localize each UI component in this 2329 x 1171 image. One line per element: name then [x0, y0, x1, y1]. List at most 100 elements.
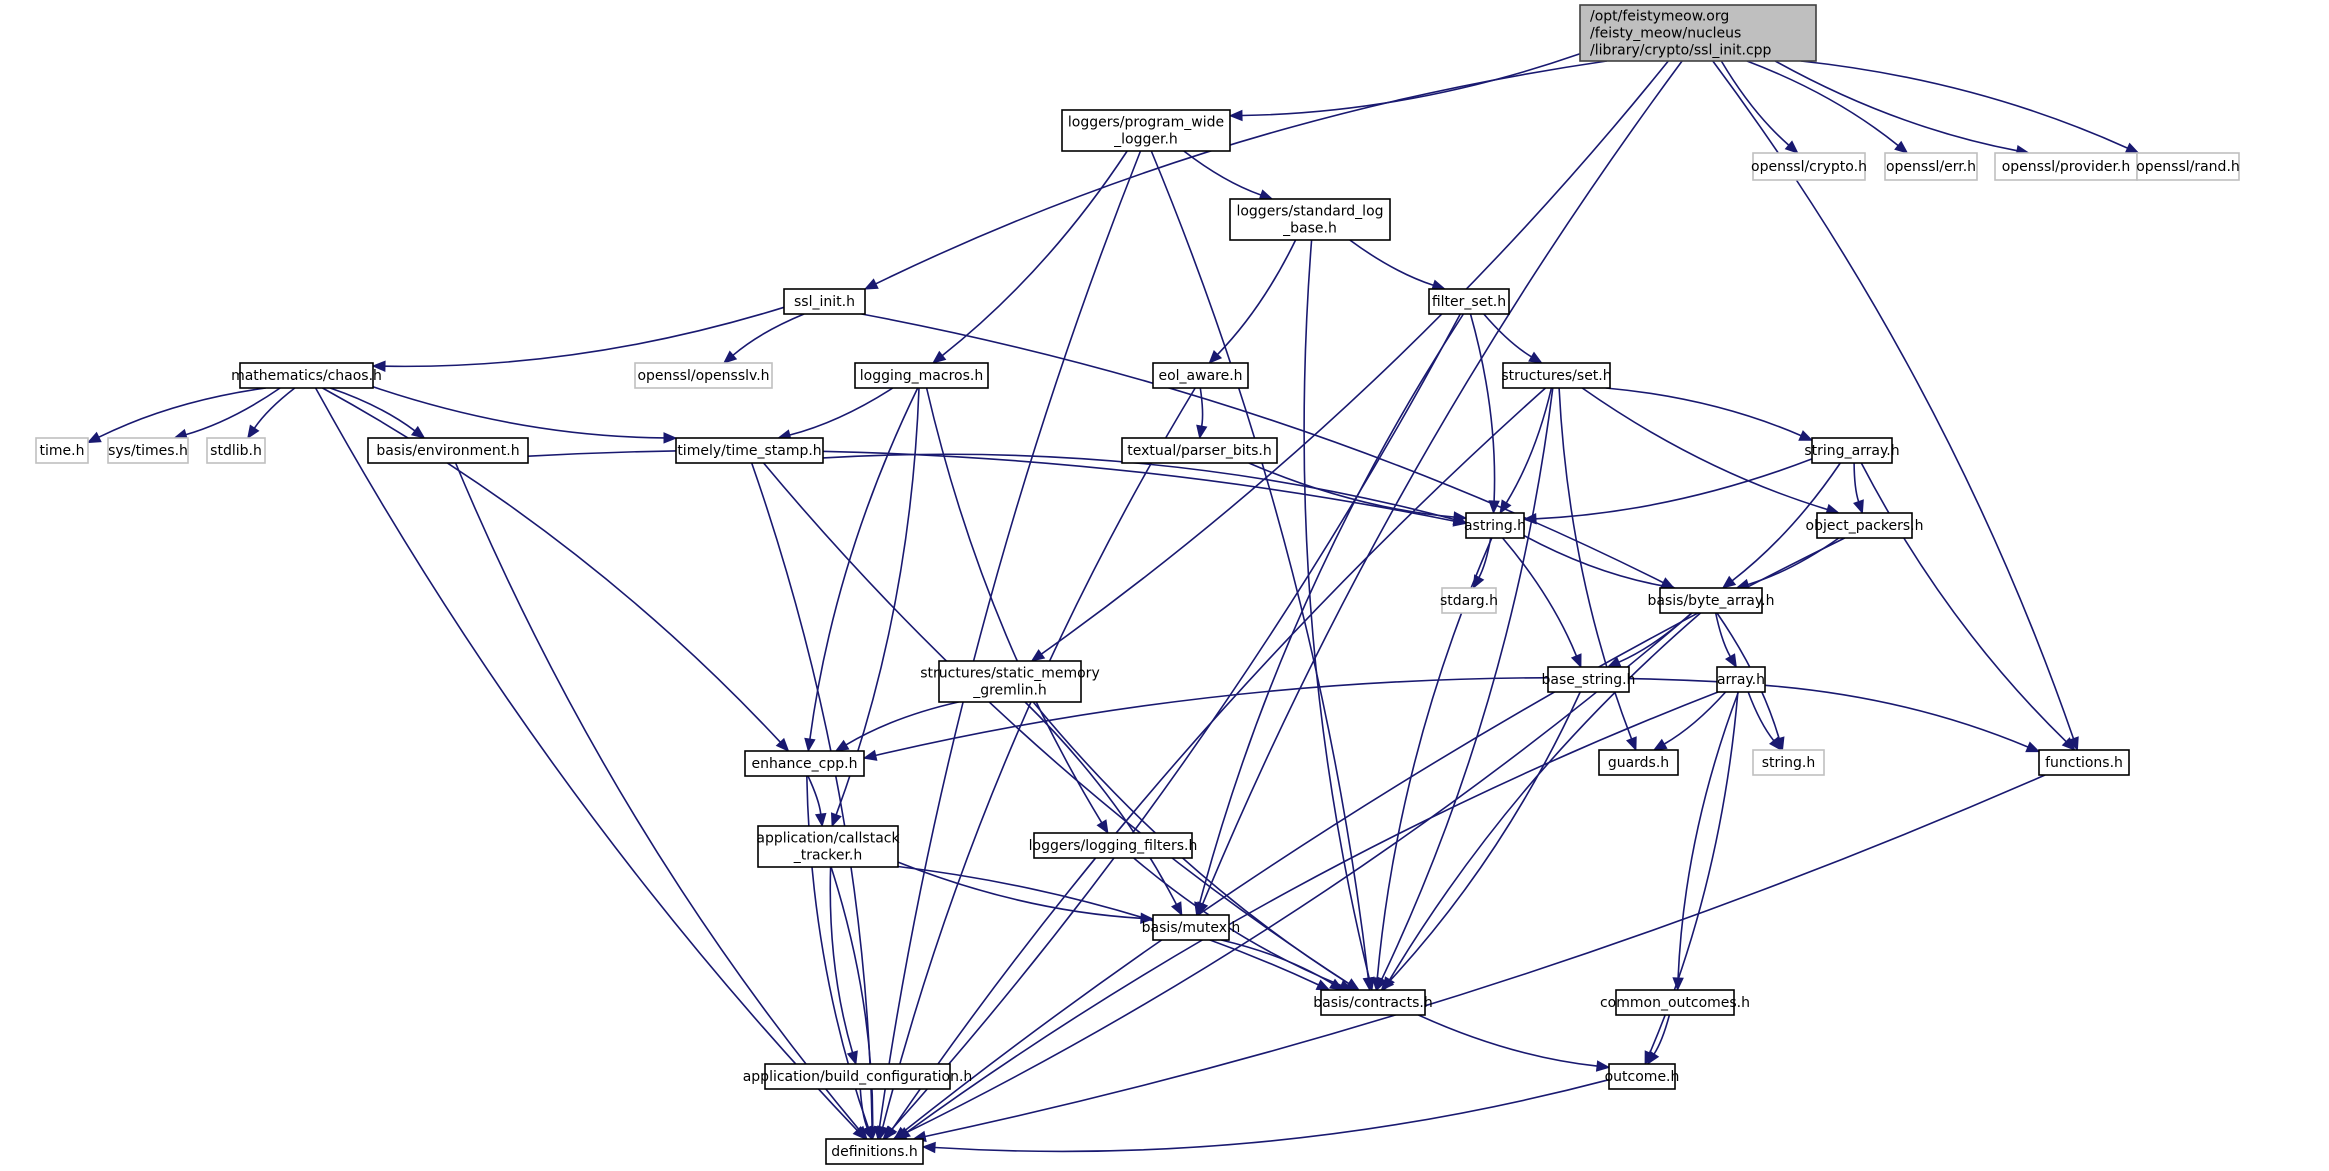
node-build-configuration[interactable]: application/build_configuration.h [743, 1063, 973, 1090]
node-label: _base.h [1282, 221, 1337, 237]
node-outcome[interactable]: outcome.h [1605, 1063, 1680, 1090]
arrowhead-outcome [1646, 1050, 1660, 1066]
edge-structures_set-to-string_array [1605, 387, 1802, 437]
edge-array-to-common_outcomes [1677, 691, 1740, 979]
node-label: loggers/standard_log [1236, 204, 1383, 220]
edge-root-to-openssl_err [1746, 60, 1899, 147]
edge-program_wide_logger-to-definitions [878, 150, 1142, 1128]
arrowhead-logging_macros [931, 350, 947, 364]
node-ssl-init-h[interactable]: ssl_init.h [783, 288, 866, 315]
edge-logging_macros-to-time_stamp [789, 387, 894, 436]
node-box [744, 750, 865, 777]
node-standard-log-base[interactable]: loggers/standard_log_base.h [1229, 198, 1391, 241]
node-structures-set[interactable]: structures/set.h [1501, 362, 1612, 389]
node-guards[interactable]: guards.h [1598, 749, 1679, 776]
arrowhead-stdlib [247, 424, 260, 440]
node-stdarg: stdarg.h [1440, 587, 1498, 614]
edge-object_packers-to-byte_array [1747, 537, 1840, 586]
edge-string_array-to-byte_array [1731, 462, 1841, 582]
node-box [1752, 749, 1825, 776]
node-parser-bits[interactable]: textual/parser_bits.h [1121, 437, 1278, 464]
nodes-layer: /opt/feistymeow.org/feisty_meow/nucleus/… [35, 4, 2240, 1165]
edge-filter_set-to-astring [1469, 313, 1496, 502]
edge-callstack_tracker-to-contracts [897, 865, 1319, 986]
edge-environment-to-definitions [454, 462, 860, 1131]
edge-common_outcomes-to-outcome [1653, 1014, 1671, 1055]
node-enhance-cpp[interactable]: enhance_cpp.h [744, 750, 865, 777]
node-array[interactable]: array.h [1716, 666, 1766, 693]
node-environment[interactable]: basis/environment.h [367, 437, 529, 464]
node-box [1229, 198, 1391, 241]
node-box [367, 437, 529, 464]
node-callstack-tracker[interactable]: application/callstack_tracker.h [756, 825, 900, 868]
arrowhead-callstack_tracker [830, 812, 842, 828]
node-common-outcomes[interactable]: common_outcomes.h [1600, 989, 1750, 1016]
node-object-packers[interactable]: object_packers.h [1806, 512, 1924, 539]
node-static-memory-gremlin[interactable]: structures/static_memory_gremlin.h [920, 660, 1100, 703]
node-contracts[interactable]: basis/contracts.h [1313, 989, 1433, 1016]
edge-byte_array-to-array [1714, 612, 1731, 657]
node-label: /feisty_meow/nucleus [1590, 26, 1741, 42]
arrowhead-definitions [921, 1141, 936, 1154]
edge-static_memory_gremlin-to-mutex [1024, 701, 1178, 905]
node-box [1441, 587, 1497, 614]
node-box [1608, 1063, 1676, 1090]
node-logging-filters[interactable]: loggers/logging_filters.h [1029, 832, 1198, 859]
node-label: openssl/provider.h [2002, 159, 2131, 175]
node-box [1061, 109, 1231, 152]
arrowhead-static_memory_gremlin [1030, 649, 1046, 662]
node-label: enhance_cpp.h [752, 756, 858, 772]
node-eol-aware[interactable]: eol_aware.h [1152, 362, 1249, 389]
node-box [1615, 989, 1735, 1016]
node-program-wide-logger[interactable]: loggers/program_wide_logger.h [1061, 109, 1231, 152]
edge-root-to-openssl_provider [1774, 60, 2018, 152]
node-base-string[interactable]: base_string.h [1542, 666, 1636, 693]
edge-standard_log_base-to-filter_set [1349, 239, 1434, 287]
arrowhead-chaos [371, 360, 386, 372]
node-functions[interactable]: functions.h [2038, 749, 2130, 776]
edge-functions-to-definitions [924, 774, 2046, 1138]
arrowhead-contracts [1328, 978, 1344, 991]
node-time-stamp[interactable]: timely/time_stamp.h [675, 437, 824, 464]
node-box [1716, 666, 1766, 693]
arrowhead-definitions [861, 1125, 873, 1141]
node-byte-array[interactable]: basis/byte_array.h [1648, 587, 1775, 614]
edge-array-to-definitions [906, 691, 1719, 1133]
node-root[interactable]: /opt/feistymeow.org/feisty_meow/nucleus/… [1579, 4, 1817, 62]
edge-byte_array-to-definitions [903, 612, 1693, 1135]
edge-chaos-to-environment [329, 387, 416, 432]
node-filter-set[interactable]: filter_set.h [1428, 288, 1510, 315]
node-astring[interactable]: astring.h [1464, 512, 1526, 539]
arrowhead-contracts [1315, 979, 1331, 991]
arrowhead-astring [1499, 499, 1512, 515]
node-label: structures/static_memory [920, 666, 1099, 682]
node-box [1547, 666, 1630, 693]
edge-string_array-to-functions [1860, 462, 2067, 743]
node-label: loggers/program_wide [1068, 115, 1224, 131]
edge-filter_set-to-structures_set [1483, 313, 1532, 358]
arrowhead-enhance_cpp [804, 737, 816, 753]
edge-ssl_init_h-to-opensslv [732, 313, 805, 356]
arrowhead-environment [410, 425, 426, 439]
edge-array-to-functions [1764, 684, 2029, 748]
arrowhead-openssl_err [1894, 140, 1909, 154]
node-chaos[interactable]: mathematics/chaos.h [231, 362, 382, 389]
node-string-array[interactable]: string_array.h [1804, 437, 1900, 464]
node-label: string_array.h [1804, 443, 1899, 459]
node-label: timely/time_stamp.h [677, 443, 821, 459]
node-mutex[interactable]: basis/mutex.h [1142, 914, 1241, 941]
node-logging-macros[interactable]: logging_macros.h [854, 362, 989, 389]
edge-time_stamp-to-contracts [762, 462, 1350, 985]
node-label: _logger.h [1113, 132, 1178, 148]
node-label: openssl/crypto.h [1751, 159, 1867, 175]
node-definitions[interactable]: definitions.h [825, 1138, 924, 1165]
node-box [2038, 749, 2130, 776]
node-label: object_packers.h [1806, 518, 1924, 534]
node-label: astring.h [1464, 518, 1526, 534]
node-label: eol_aware.h [1158, 368, 1242, 384]
node-box [1033, 832, 1193, 859]
arrowhead-time_stamp [663, 432, 678, 444]
node-label: outcome.h [1605, 1069, 1680, 1085]
arrowhead-string_h [1769, 736, 1783, 752]
